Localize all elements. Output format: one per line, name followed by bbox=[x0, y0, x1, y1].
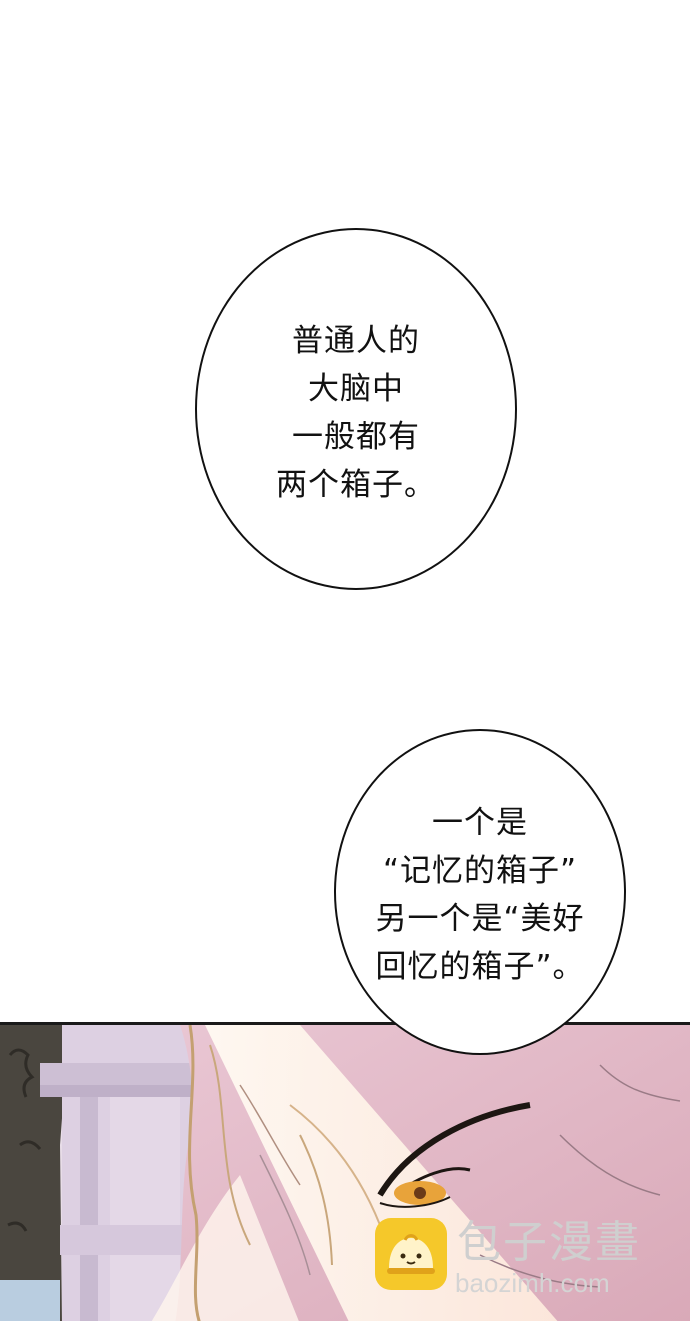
speech-bubble-bottom: 一个是 “记忆的箱子” 另一个是“美好 回忆的箱子”。 bbox=[334, 729, 626, 1055]
bubble-bottom-line-3: 另一个是“美好 bbox=[375, 901, 585, 937]
bubble-bottom-line-4: 回忆的箱子”。 bbox=[375, 949, 585, 985]
illustration-panel bbox=[0, 1022, 690, 1321]
site-watermark: 包子漫畫 baozimh.com bbox=[375, 1215, 675, 1305]
watermark-url: baozimh.com bbox=[455, 1268, 610, 1298]
bubble-top-line-4: 两个箱子。 bbox=[276, 467, 436, 503]
bubble-bottom-line-1: 一个是 bbox=[432, 805, 528, 841]
bubble-top-line-1: 普通人的 bbox=[292, 323, 420, 359]
bubble-bottom-line-2: “记忆的箱子” bbox=[382, 853, 578, 889]
bubble-top-line-2: 大脑中 bbox=[308, 371, 404, 407]
watermark-title: 包子漫畫 bbox=[457, 1217, 641, 1268]
eye-closeup-illustration bbox=[0, 1025, 690, 1321]
bun-logo-icon bbox=[375, 1218, 447, 1290]
bubble-top-line-3: 一般都有 bbox=[292, 419, 420, 455]
speech-bubble-top: 普通人的 大脑中 一般都有 两个箱子。 bbox=[195, 228, 517, 590]
